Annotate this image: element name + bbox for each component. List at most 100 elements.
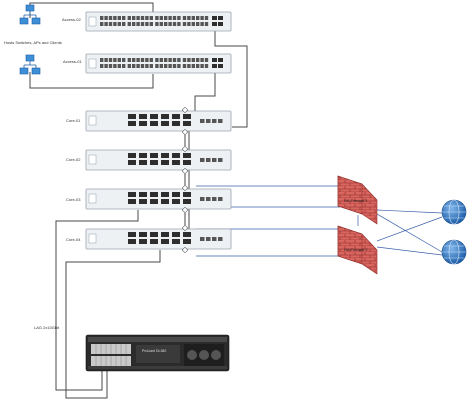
switch-port [132,58,136,62]
switch-access02 [85,11,232,32]
switch-port [182,58,187,62]
wan-links [196,185,443,257]
sfp-port [128,114,136,119]
sfp-port [150,160,158,165]
sfp-port [172,153,180,158]
switch-port [140,64,145,68]
switch-port [117,16,121,20]
switch-port [204,58,209,62]
switch-port [187,64,191,68]
sfp-port [139,232,147,237]
switch-port [204,16,209,20]
switch-port [182,64,187,68]
sfp-port [172,239,180,244]
switch-port [206,158,211,162]
switch-label-core04: Core-04 [66,237,81,242]
switch-port [108,22,113,26]
sfp-port [183,199,191,204]
sfp-port [150,232,158,237]
sfp-port [172,114,180,119]
switch-port [200,64,204,68]
switch-port [164,22,168,26]
switch-port [122,22,126,26]
switch-port [191,22,195,26]
switch-port [218,197,223,201]
sfp-port [139,160,147,165]
switch-port [136,16,140,20]
switch-port [182,22,187,26]
sfp-port [150,121,158,126]
firewall-2 [337,225,378,275]
link-access02-core01 [214,30,248,128]
switch-port [212,237,217,241]
switch-port [204,22,209,26]
switch-port [132,16,136,20]
sfp-port [139,192,147,197]
link-fw2-globe2 [376,246,443,256]
switch-port [104,64,108,68]
sfp-port [218,22,223,26]
sfp-port [183,239,191,244]
switch-port [196,16,200,20]
switch-port [155,64,159,68]
sfp-port [212,22,217,26]
switch-port [218,237,223,241]
switch-port [168,64,172,68]
sfp-port [172,232,180,237]
sfp-port [128,232,136,237]
switch-port [172,64,177,68]
switch-port [122,58,126,62]
switch-port [218,158,223,162]
link-lag-a [55,210,139,391]
switch-port [196,64,200,68]
switch-port [149,16,153,20]
switch-label-core03: Core-03 [66,197,81,202]
switch-port [177,16,181,20]
switch-port [206,197,211,201]
sfp-port [150,199,158,204]
sfp-port [128,121,136,126]
switch-port [100,64,104,68]
switch-port [168,16,172,20]
switch-label-access01: Access-01 [63,59,82,64]
switch-port [200,16,204,20]
sfp-port [218,64,223,68]
network-hosts-icon [19,4,41,25]
switch-port [145,64,149,68]
link-fw1-globe2 [376,213,443,253]
switch-port [136,58,140,62]
switch-port [100,58,104,62]
switch-port [196,58,200,62]
switch-port [127,16,131,20]
switch-port [113,64,117,68]
switch-label-core02: Core-02 [66,157,81,162]
sfp-port [183,121,191,126]
switch-port [136,22,140,26]
switch-port [140,58,145,62]
switch-port [200,22,204,26]
switch-port [212,119,217,123]
switch-port [187,16,191,20]
switch-port [104,22,108,26]
switch-port [100,16,104,20]
switch-port [204,64,209,68]
switch-port [140,16,145,20]
sfp-port [128,153,136,158]
switch-port [206,119,211,123]
firewall-1 [337,175,378,225]
sfp-port [150,192,158,197]
sfp-port [161,121,169,126]
sfp-port [128,160,136,165]
switch-port [191,64,195,68]
switch-port [145,58,149,62]
switch-port [122,16,126,20]
switch-port [113,16,117,20]
sfp-port [139,199,147,204]
switch-port [108,64,113,68]
switch-port [200,237,205,241]
firewall-label-2: HA Firewall 2 [344,247,368,252]
sfp-port [172,121,180,126]
sfp-port [161,239,169,244]
sfp-port [183,153,191,158]
globe-icon [441,239,467,265]
